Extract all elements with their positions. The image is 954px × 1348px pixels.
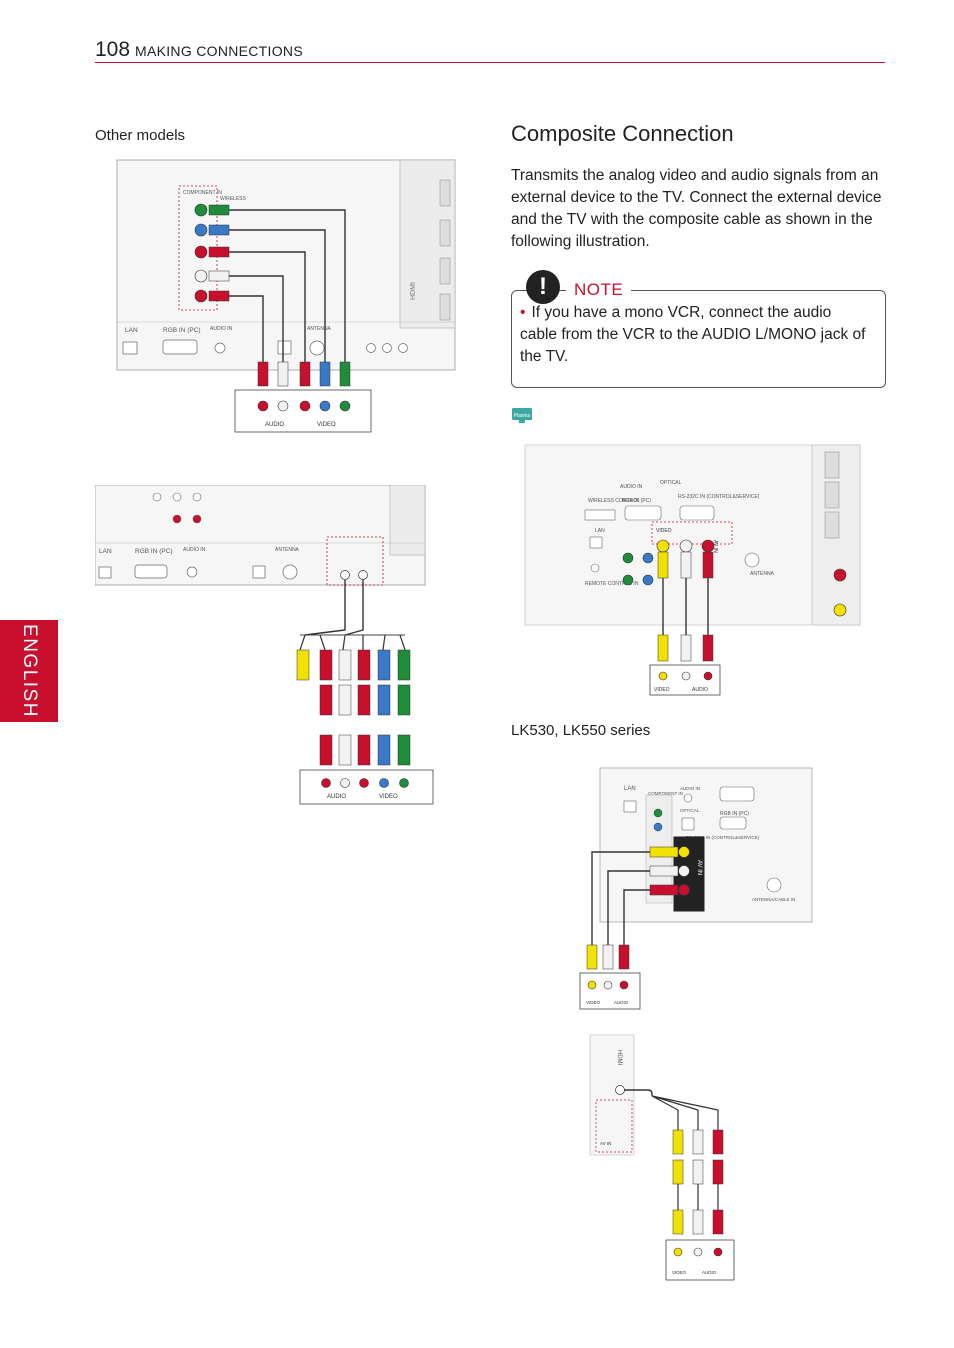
adapter-hdmi-label: HDMI <box>616 1050 622 1066</box>
language-tab: ENGLISH <box>0 620 58 722</box>
header-rule <box>95 62 885 63</box>
lan-label-2: LAN <box>99 548 112 555</box>
lk-rgb-label: RGB IN (PC) <box>720 811 749 817</box>
audio-in-label-2: AUDIO IN <box>183 547 206 553</box>
plasma-device-audio-label: AUDIO <box>692 687 708 693</box>
composite-description: Transmits the analog video and audio sig… <box>511 167 882 250</box>
adapter-device-video-label: VIDEO <box>672 1270 687 1275</box>
plasma-lan-label: LAN <box>595 528 605 534</box>
note-exclamation-icon: ! <box>526 270 560 304</box>
lk-rs232-label: RS-232C IN (CONTROL&SERVICE) <box>686 835 760 840</box>
adapter-device <box>665 1239 735 1281</box>
note-box <box>511 290 886 388</box>
hdmi-label: HDMI <box>410 282 417 300</box>
plasma-wireless-control-label: WIRELESS CONTROL <box>588 498 640 504</box>
device-audio-label: AUDIO <box>265 422 284 428</box>
device-audio-label-2: AUDIO <box>327 794 346 800</box>
lk-av-in-label: AV IN <box>696 860 702 875</box>
plasma-rgb-label: RGB IN (PC) <box>622 498 651 504</box>
plasma-tv-icon: Plasma <box>512 408 532 423</box>
av-adapter-diagram: HDMI AV IN VIDEO AUDIO <box>589 1034 735 1281</box>
antenna-label-2: ANTENNA <box>275 547 300 553</box>
rgb-label-2: RGB IN (PC) <box>135 548 173 555</box>
bullet-dot-icon: • <box>520 304 526 321</box>
component-diagram-bottom: LAN RGB IN (PC) AUDIO IN ANTENNA <box>95 485 434 805</box>
component-in-label: COMPONENT IN <box>183 190 222 196</box>
plasma-av-in-label: AV IN <box>712 540 718 553</box>
component-diagram-top: HDMI LAN RGB IN (PC) AUDIO IN ANTENNA CO… <box>116 159 456 433</box>
adapter-av-in-label: AV IN <box>600 1141 611 1146</box>
wireless-label: WIRELESS <box>220 196 247 202</box>
lk-device-audio-label: AUDIO <box>614 1000 629 1005</box>
lk-series-diagram: LAN RGB IN (PC) AUDIO IN OPTICAL RS-232C… <box>579 767 813 1010</box>
plasma-optical-label: OPTICAL <box>660 480 682 486</box>
tv-back-panel <box>116 159 456 371</box>
lk-series-caption: LK530, LK550 series <box>511 722 651 739</box>
language-tab-label: ENGLISH <box>19 624 40 718</box>
lk-optical-label: OPTICAL <box>680 808 700 813</box>
plasma-antenna-label: ANTENNA <box>750 571 775 577</box>
lk-component-label: COMPONENT IN <box>648 791 683 796</box>
lk-lan-label: LAN <box>624 786 636 792</box>
lk-antenna-label: ANTENNA/CABLE IN <box>752 897 795 902</box>
note-label: NOTE <box>566 280 632 300</box>
plasma-video-label: VIDEO <box>656 528 672 534</box>
lk-audio-in-label: AUDIO IN <box>680 786 700 791</box>
device-video-label-2: VIDEO <box>379 794 398 800</box>
other-models-caption: Other models <box>95 127 186 144</box>
plasma-composite-diagram: AUDIO IN OPTICAL WIRELESS CONTROL RGB IN… <box>524 444 861 696</box>
plasma-audio-in-label: AUDIO IN <box>620 484 643 490</box>
composite-connection-heading: Composite Connection <box>511 121 734 146</box>
external-device <box>234 389 372 433</box>
note-bullet: •If you have a mono VCR, connect the aud… <box>520 302 870 368</box>
audio-in-label: AUDIO IN <box>210 326 233 332</box>
rgb-label: RGB IN (PC) <box>163 327 201 334</box>
lk-device-video-label: VIDEO <box>586 1000 601 1005</box>
plasma-remote-label: REMOTE CONTROL IN <box>585 581 639 587</box>
page-number: 108 <box>95 38 131 61</box>
plasma-rs232-label: RS-232C IN (CONTROL&SERVICE) <box>678 494 760 500</box>
section-title: MAKING CONNECTIONS <box>135 43 303 59</box>
adapter-device-audio-label: AUDIO <box>702 1270 717 1275</box>
device-video-label: VIDEO <box>317 422 336 428</box>
antenna-label: ANTENNA <box>307 326 332 332</box>
plasma-icon-label: Plasma <box>514 413 531 419</box>
note-bullet-text: If you have a mono VCR, connect the audi… <box>520 304 866 365</box>
lk-device <box>579 972 641 1010</box>
plasma-device-video-label: VIDEO <box>654 687 670 693</box>
lan-label: LAN <box>125 327 138 334</box>
